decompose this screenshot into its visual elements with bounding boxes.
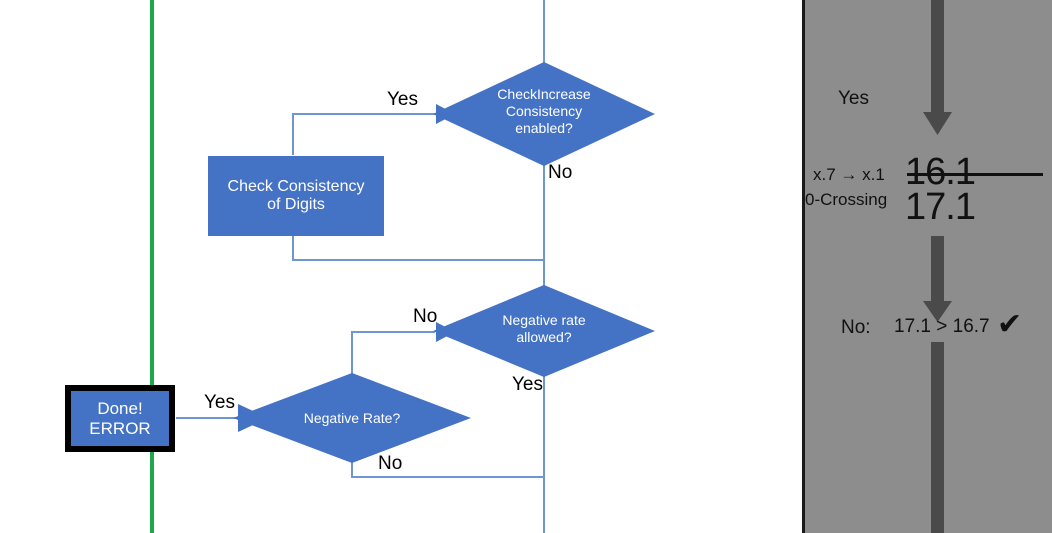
edge-label-no-negative-rate: No: [378, 453, 403, 474]
check-mark-icon: ✔: [997, 308, 1023, 341]
panel-row-1-value: 16.1: [905, 151, 1052, 194]
edge-label-yes-check-increase: Yes: [387, 89, 418, 110]
edge-no-to-negative-rate: [351, 331, 435, 376]
panel-result-prefix: No:: [841, 317, 871, 338]
terminator-line-1: Done!: [97, 398, 143, 418]
panel-row-2-label: 0-Crossing: [805, 190, 888, 209]
arrow-head-1: [923, 112, 952, 135]
edge-label-no-check-increase: No: [548, 162, 573, 183]
decision-negative-rate[interactable]: [233, 373, 471, 463]
panel-row-1-label: x.7 → x.1: [813, 165, 885, 184]
panel-arrow-layer: [923, 0, 952, 533]
panel-row-2-value: 17.1: [905, 186, 976, 228]
edge-label-yes-negative-rate-allowed: Yes: [512, 374, 543, 395]
decision-negative-rate-allowed[interactable]: [433, 285, 655, 377]
process-check-consistency-of-digits[interactable]: Check Consistency of Digits: [208, 156, 384, 236]
arrow-shaft-1: [931, 0, 944, 112]
edge-negative-rate-no-to-spine: [351, 460, 544, 478]
panel-result-comparison: 17.1 > 16.7: [894, 316, 990, 337]
edge-check-consistency-to-spine: [292, 236, 544, 261]
arrow-shaft-2: [931, 236, 944, 301]
process-line-1: Check Consistency: [227, 178, 365, 195]
edge-yes-to-check-consistency: [292, 113, 435, 155]
arrow-shaft-3: [931, 342, 944, 533]
arrow-head-2: [923, 301, 952, 322]
terminator-line-2: ERROR: [89, 418, 151, 438]
process-line-2: of Digits: [267, 196, 325, 213]
edge-label-yes-done-error: Yes: [204, 392, 235, 413]
annotation-panel: Yes x.7 → x.1 16.1 0-Crossing 17.1 No: 1…: [802, 0, 1052, 533]
edge-label-no-negative-rate-allowed: No: [413, 306, 438, 327]
terminator-done-error[interactable]: Done! ERROR: [65, 385, 175, 452]
decision-check-increase-consistency[interactable]: [433, 62, 655, 166]
panel-branch-label: Yes: [838, 88, 869, 109]
